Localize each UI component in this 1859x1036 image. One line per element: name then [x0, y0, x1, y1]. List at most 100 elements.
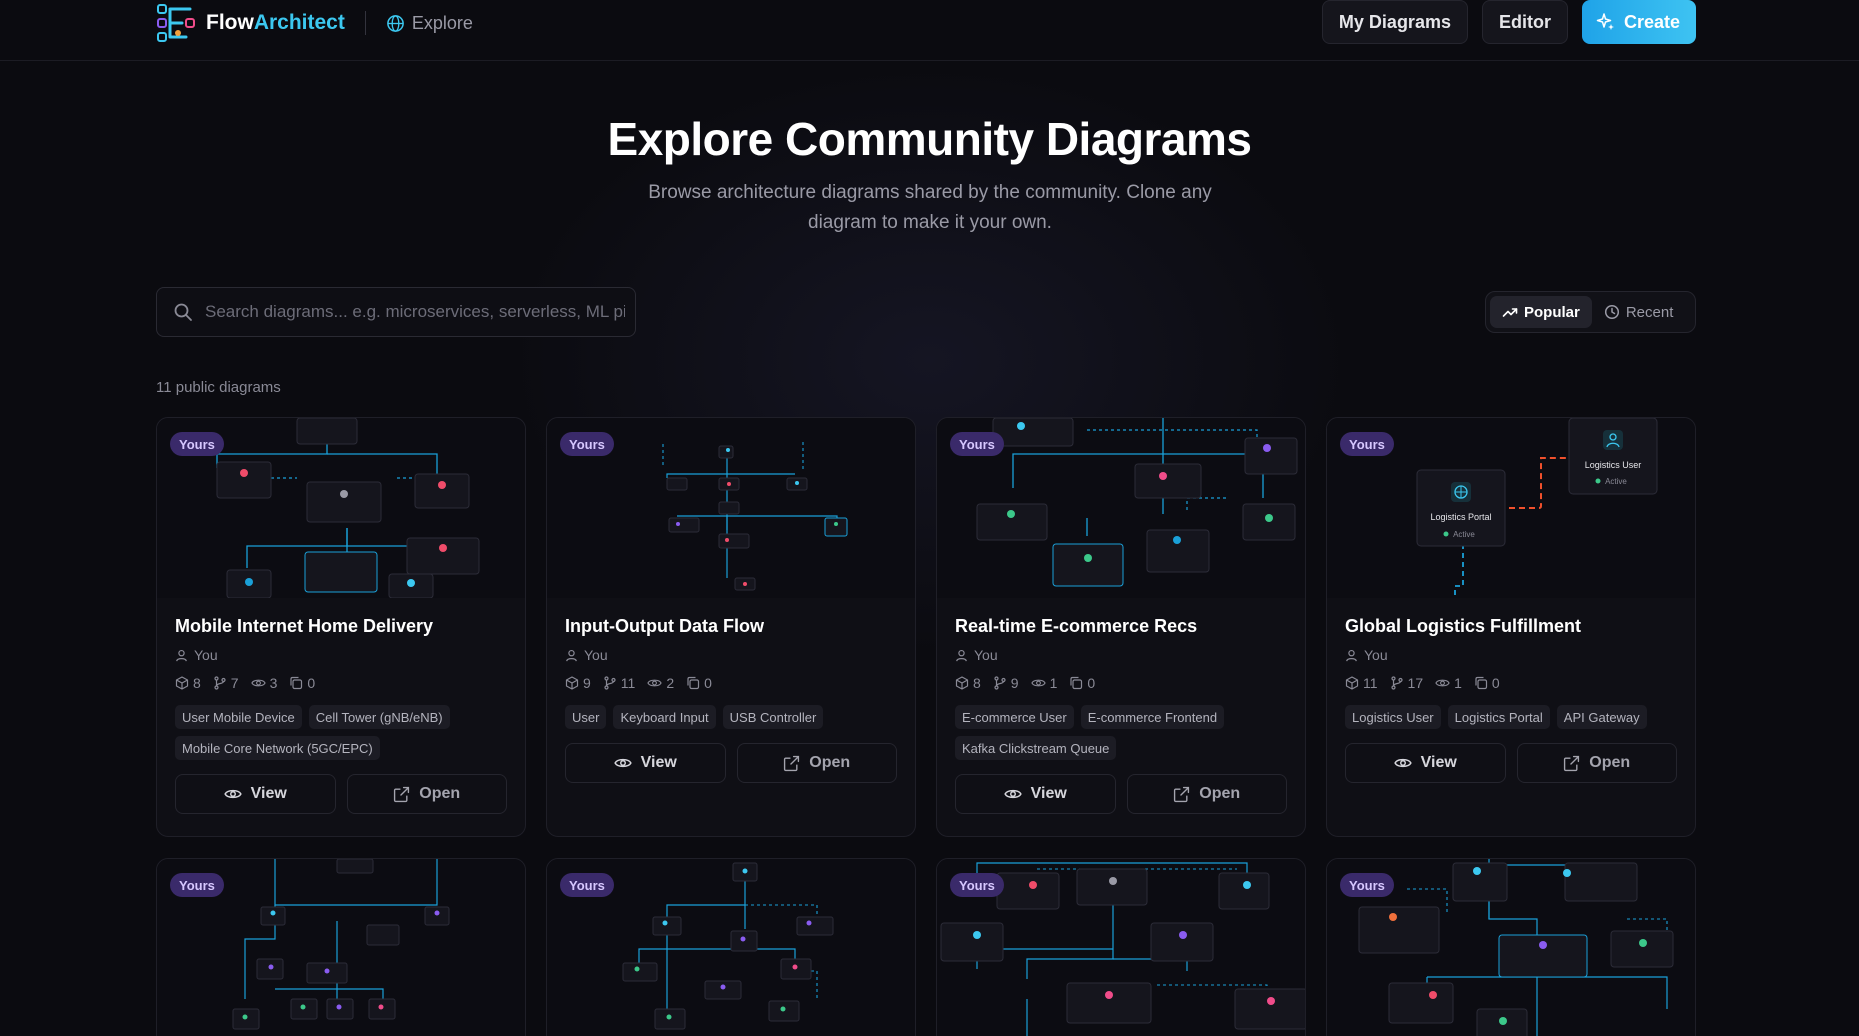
card-actions: View Open	[955, 774, 1287, 814]
nodes-count: 9	[583, 675, 591, 691]
open-label: Open	[1199, 785, 1241, 802]
open-button[interactable]: Open	[1516, 743, 1677, 783]
yours-badge: Yours	[1340, 873, 1394, 897]
diagram-card[interactable]: Yours	[156, 858, 526, 1036]
diagram-preview[interactable]: Yours	[547, 859, 915, 1036]
copy-icon	[290, 676, 303, 690]
eye-icon	[1393, 758, 1412, 768]
author-name: You	[584, 647, 608, 663]
tag: Logistics Portal	[1447, 705, 1550, 729]
card-stats: 9 11 2 0	[565, 675, 897, 691]
diagram-preview[interactable]: Yours	[1327, 859, 1695, 1036]
tag: Keyboard Input	[613, 705, 716, 729]
card-actions: View Open	[1345, 743, 1677, 783]
diagram-card[interactable]: Yours Real-time E-commerce Recs You 8 9 …	[936, 417, 1306, 837]
cube-icon	[955, 676, 969, 690]
external-link-icon	[1174, 786, 1190, 802]
views-count: 3	[269, 675, 278, 691]
flowarchitect-logo-icon	[157, 4, 195, 42]
edges-stat: 7	[213, 675, 239, 691]
nodes-stat: 9	[565, 675, 591, 691]
nodes-stat: 11	[1345, 675, 1378, 691]
git-branch-icon	[604, 676, 616, 690]
clock-icon	[1604, 304, 1619, 320]
diagram-card[interactable]: Yours Mobile Internet Home Delivery You …	[156, 417, 526, 837]
copy-icon	[1475, 676, 1488, 690]
diagram-preview[interactable]: Yours	[157, 418, 525, 598]
tag: Logistics User	[1345, 705, 1441, 729]
eye-icon	[1030, 679, 1046, 687]
diagram-card[interactable]: Yours	[936, 858, 1306, 1036]
card-title: Input-Output Data Flow	[565, 616, 764, 636]
nodes-stat: 8	[175, 675, 201, 691]
tag: API Gateway	[1556, 705, 1647, 729]
view-label: View	[250, 785, 287, 802]
card-author: You	[1345, 647, 1677, 663]
sparkles-icon	[1596, 13, 1614, 30]
card-tags: User Mobile Device Cell Tower (gNB/eNB) …	[175, 705, 507, 760]
user-icon	[956, 649, 967, 661]
diagram-preview[interactable]: Yours	[937, 418, 1305, 598]
external-link-icon	[784, 755, 800, 771]
views-stat: 1	[1435, 675, 1462, 691]
yours-badge: Yours	[170, 873, 224, 897]
create-label: Create	[1623, 11, 1680, 32]
diagram-card[interactable]: Yours Input-Output Data Flow You 9 11 2 …	[546, 417, 916, 837]
explore-link[interactable]: Explore	[386, 13, 473, 34]
edges-count: 9	[1010, 675, 1019, 691]
brand[interactable]: FlowArchitect Explore	[156, 1, 473, 45]
yours-badge: Yours	[560, 432, 614, 456]
card-stats: 8 7 3 0	[175, 675, 507, 691]
views-count: 2	[666, 675, 675, 691]
view-button[interactable]: View	[955, 774, 1116, 814]
external-link-icon	[1564, 755, 1580, 771]
diagram-card[interactable]: Logistics User Active Logistics Portal A…	[1326, 417, 1696, 837]
tag: E-commerce User	[955, 705, 1074, 729]
tag: E-commerce Frontend	[1080, 705, 1225, 729]
search-box[interactable]	[156, 287, 636, 337]
nodes-count: 11	[1363, 675, 1378, 691]
create-button[interactable]: Create	[1581, 0, 1696, 44]
nodes-count: 8	[973, 675, 981, 691]
my-diagrams-button[interactable]: My Diagrams	[1321, 0, 1468, 44]
card-actions: View Open	[175, 774, 507, 814]
brand-divider	[364, 11, 366, 35]
views-stat: 1	[1030, 675, 1057, 691]
brand-name: FlowArchitect	[206, 11, 345, 34]
header-actions: My Diagrams Editor Create	[1321, 0, 1696, 44]
author-name: You	[194, 647, 218, 663]
eye-icon	[223, 789, 242, 799]
search-input[interactable]	[205, 302, 625, 322]
clones-count: 0	[1491, 675, 1500, 691]
open-button[interactable]: Open	[1126, 774, 1287, 814]
diagram-preview[interactable]: Logistics User Active Logistics Portal A…	[1327, 418, 1695, 598]
view-button[interactable]: View	[175, 774, 336, 814]
eye-icon	[250, 679, 266, 687]
diagram-thumbnail	[622, 862, 834, 1030]
tag: USB Controller	[722, 705, 824, 729]
card-title: Real-time E-commerce Recs	[955, 616, 1198, 636]
open-button[interactable]: Open	[736, 743, 897, 783]
open-button[interactable]: Open	[346, 774, 507, 814]
view-button[interactable]: View	[565, 743, 726, 783]
diagram-preview[interactable]: Yours	[547, 418, 915, 598]
external-link-icon	[394, 786, 410, 802]
card-author: You	[565, 647, 897, 663]
open-label: Open	[809, 754, 851, 771]
view-button[interactable]: View	[1345, 743, 1506, 783]
preview-node-label: Logistics Portal	[1430, 512, 1491, 522]
tag: Mobile Core Network (5GC/EPC)	[175, 736, 380, 760]
editor-button[interactable]: Editor	[1481, 0, 1568, 44]
sort-popular-button[interactable]: Popular	[1490, 296, 1592, 328]
diagram-thumbnail	[232, 859, 450, 1030]
diagram-preview[interactable]: Yours	[157, 859, 525, 1036]
diagram-card[interactable]: Yours	[546, 858, 916, 1036]
edges-stat: 17	[1390, 675, 1423, 691]
trending-up-icon	[1502, 308, 1518, 317]
clones-stat: 0	[1069, 675, 1095, 691]
diagram-preview[interactable]: Yours	[937, 859, 1305, 1036]
sort-recent-button[interactable]: Recent	[1592, 296, 1686, 328]
diagram-card[interactable]: Yours	[1326, 858, 1696, 1036]
git-branch-icon	[1390, 676, 1403, 690]
user-icon	[1346, 649, 1357, 661]
